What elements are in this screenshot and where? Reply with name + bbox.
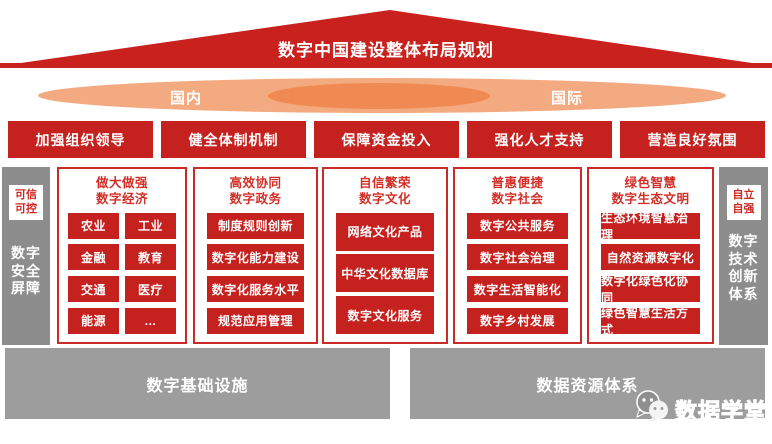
- column-title-line: 数字政务: [229, 192, 282, 207]
- security-pillar-label: 数字 安全 屏障: [2, 245, 50, 298]
- watermark: 数据学堂: [635, 390, 767, 429]
- column-title-line: 数字经济: [95, 192, 148, 207]
- guarantee-bar-mechanism: 健全体制机制: [161, 121, 306, 158]
- foundation-digital-infrastructure: 数字基础设施: [5, 348, 390, 419]
- column-title-line: 普惠便捷: [491, 176, 544, 190]
- column-items: 生态环境智慧治理 自然资源数字化 数字化绿色化协同 绿色智慧生活方式: [589, 208, 712, 343]
- pillar-security-barrier: 可信 可控 数字 安全 屏障: [2, 167, 50, 345]
- task-bar: 数字化能力建设: [207, 244, 304, 271]
- badge-line: 自强: [732, 203, 755, 216]
- column-digital-culture: 自信繁荣 数字文化 网络文化产品 中华文化数据库 数字文化服务: [322, 167, 448, 344]
- task-bar: 网络文化产品: [336, 212, 434, 251]
- diagram-title: 数字中国建设整体布局规划: [278, 41, 494, 60]
- label-line: 技术: [728, 250, 759, 267]
- column-digital-eco-civilization: 绿色智慧 数字生态文明 生态环境智慧治理 自然资源数字化 数字化绿色化协同 绿色…: [587, 167, 714, 344]
- column-items: 农业 工业 金融 教育 交通 医疗 能源 ...: [59, 208, 185, 343]
- pillar-tech-innovation: 自立 自强 数字 技术 创新 体系: [719, 167, 768, 345]
- task-bar: 数字化绿色化协同: [601, 274, 700, 305]
- scope-label-domestic: 国内: [170, 90, 203, 107]
- column-items: 数字公共服务 数字社会治理 数字生活智能化 数字乡村发展: [455, 208, 580, 343]
- column-items: 制度规则创新 数字化能力建设 数字化服务水平 规范应用管理: [195, 208, 316, 343]
- column-title-line: 数字生态文明: [611, 192, 690, 207]
- sector-tile: 工业: [125, 212, 176, 239]
- security-badge: 可信 可控: [9, 185, 43, 220]
- task-bar: 生态环境智慧治理: [601, 211, 700, 242]
- sector-tile: 农业: [68, 212, 119, 239]
- column-title: 高效协同 数字政务: [195, 175, 316, 208]
- sector-tile: 交通: [68, 276, 119, 303]
- column-title-line: 数字文化: [358, 192, 411, 207]
- innovation-pillar-label: 数字 技术 创新 体系: [719, 233, 768, 303]
- badge-line: 自立: [732, 189, 755, 201]
- column-title-line: 数字社会: [491, 192, 544, 207]
- badge-line: 可控: [15, 203, 37, 216]
- guarantee-bar-organization: 加强组织领导: [8, 121, 153, 158]
- task-bar: 数字乡村发展: [467, 307, 568, 334]
- foundation-data-resource-system: 数据资源体系: [410, 348, 765, 419]
- roof-baseline: [0, 63, 772, 68]
- scope-label-international: 国际: [551, 90, 584, 107]
- column-digital-society: 普惠便捷 数字社会 数字公共服务 数字社会治理 数字生活智能化 数字乡村发展: [453, 167, 582, 344]
- guarantee-bar-atmosphere: 营造良好氛围: [620, 121, 765, 158]
- guarantee-bar-talent: 强化人才支持: [467, 121, 612, 158]
- task-bar: 数字社会治理: [467, 244, 568, 271]
- badge-line: 可信: [15, 189, 37, 201]
- task-bar: 规范应用管理: [207, 307, 304, 334]
- task-bar: 中华文化数据库: [336, 254, 434, 293]
- sector-tile: 金融: [68, 244, 119, 271]
- sector-tile: 能源: [68, 307, 119, 334]
- column-title: 普惠便捷 数字社会: [455, 175, 580, 208]
- column-title-line: 绿色智慧: [624, 176, 677, 190]
- column-title-line: 高效协同: [229, 176, 282, 190]
- label-line: 屏障: [11, 280, 41, 296]
- watermark-text: 数据学堂: [674, 398, 767, 424]
- column-title-line: 做大做强: [95, 176, 148, 190]
- column-digital-government: 高效协同 数字政务 制度规则创新 数字化能力建设 数字化服务水平 规范应用管理: [193, 167, 318, 344]
- label-line: 安全: [11, 262, 41, 279]
- task-bar: 数字文化服务: [336, 296, 434, 334]
- task-bar: 自然资源数字化: [601, 244, 700, 271]
- innovation-badge: 自立 自强: [726, 185, 761, 220]
- column-title-line: 自信繁荣: [358, 176, 411, 190]
- wechat-icon: [635, 390, 671, 429]
- sector-tile: 医疗: [125, 276, 176, 303]
- task-bar: 制度规则创新: [207, 212, 304, 239]
- sector-tile: 教育: [125, 244, 176, 271]
- task-bar: 数字公共服务: [467, 212, 568, 239]
- column-digital-economy: 做大做强 数字经济 农业 工业 金融 教育 交通 医疗 能源 ...: [57, 167, 187, 344]
- column-title: 绿色智慧 数字生态文明: [589, 175, 712, 208]
- column-title: 做大做强 数字经济: [59, 175, 185, 208]
- task-bar: 绿色智慧生活方式: [601, 306, 700, 337]
- task-bar: 数字生活智能化: [467, 276, 568, 303]
- label-line: 数字: [728, 233, 759, 249]
- label-line: 创新: [728, 268, 759, 284]
- column-title: 自信繁荣 数字文化: [324, 175, 446, 208]
- guarantee-bar-funding: 保障资金投入: [314, 121, 459, 158]
- column-items: 网络文化产品 中华文化数据库 数字文化服务: [324, 208, 446, 343]
- scope-ellipse-inner: [268, 83, 490, 109]
- label-line: 体系: [728, 285, 759, 302]
- task-bar: 数字化服务水平: [207, 276, 304, 303]
- sector-tile: ...: [125, 307, 176, 334]
- label-line: 数字: [11, 245, 41, 261]
